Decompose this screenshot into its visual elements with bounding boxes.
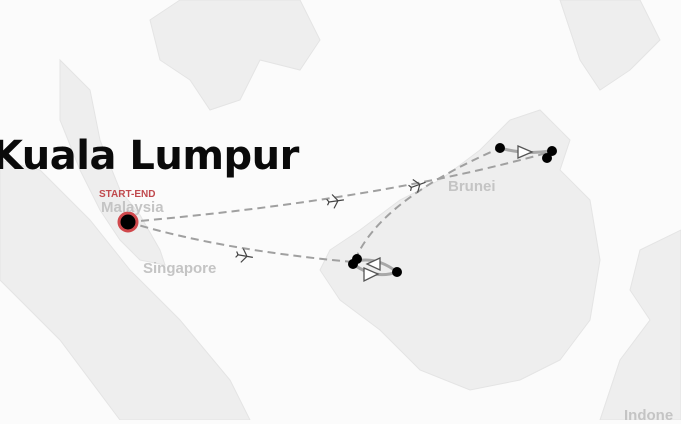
plane-icon xyxy=(408,178,426,193)
stop-marker[interactable] xyxy=(392,267,402,277)
plane-icon xyxy=(235,248,253,263)
start-end-label: START-END xyxy=(99,189,156,200)
land-philippines xyxy=(559,0,661,91)
city-title: Kuala Lumpur xyxy=(0,133,299,179)
label-malaysia: Malaysia xyxy=(101,199,164,216)
route-kl-to-sabah xyxy=(127,151,551,223)
route-kl-to-sarawak xyxy=(127,221,354,263)
land-malay-peninsula xyxy=(59,58,166,266)
land-sulawesi xyxy=(599,229,681,420)
arrow-head-icon xyxy=(365,256,381,272)
label-brunei: Brunei xyxy=(448,178,496,195)
route-sarawak-to-sabah xyxy=(354,147,501,261)
routes xyxy=(127,147,551,263)
start-marker[interactable] xyxy=(117,211,139,233)
land-indochina xyxy=(149,0,321,111)
stop-marker[interactable] xyxy=(542,153,552,163)
label-singapore: Singapore xyxy=(143,260,217,277)
land-sumatra xyxy=(0,159,251,420)
land-borneo xyxy=(319,109,601,391)
arrows xyxy=(363,145,534,283)
arrow-head-icon xyxy=(363,267,380,283)
stop-marker[interactable] xyxy=(495,143,505,153)
stop-marker[interactable] xyxy=(547,146,557,156)
plane-icon xyxy=(326,194,345,209)
stop-marker[interactable] xyxy=(348,259,358,269)
label-indonesia: Indone xyxy=(624,407,674,424)
planes xyxy=(235,178,426,263)
arrow-head-icon xyxy=(517,145,534,159)
stops xyxy=(348,143,557,277)
